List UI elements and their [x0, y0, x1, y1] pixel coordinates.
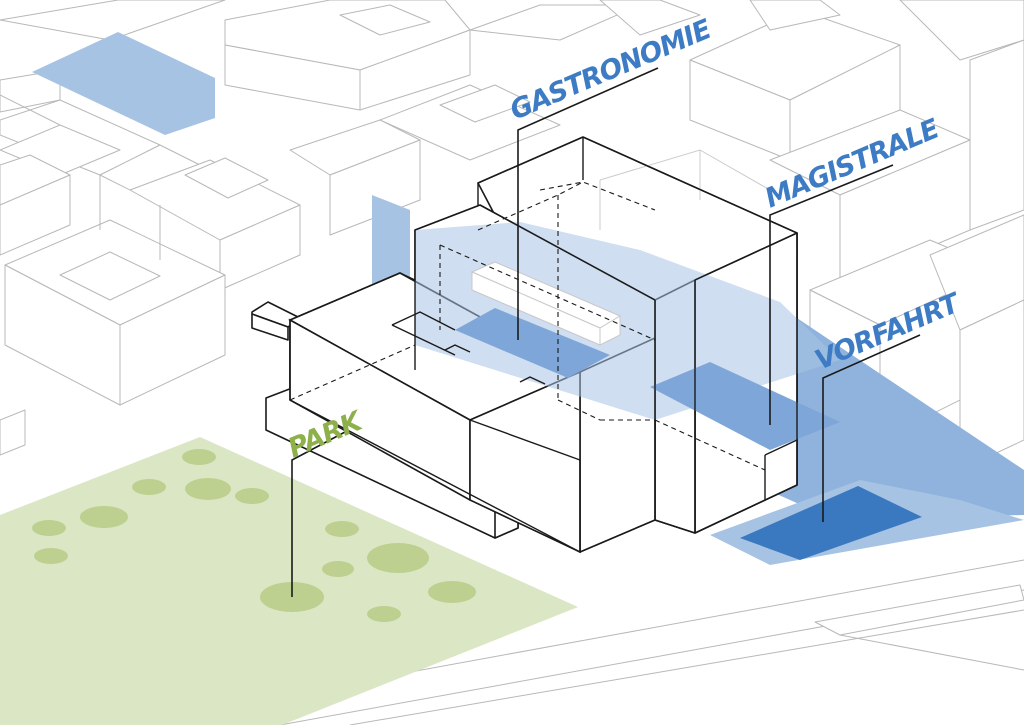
tree-circle — [367, 606, 401, 622]
top-left-blue-area — [32, 32, 215, 135]
tree-circle — [182, 449, 216, 465]
label-leaders — [291, 67, 921, 597]
tree-circle — [322, 561, 354, 577]
tree-circle — [428, 581, 476, 603]
building-outlines — [289, 136, 798, 553]
park-area — [0, 437, 578, 725]
tree-circle — [235, 488, 269, 504]
hidden-lines — [289, 181, 766, 471]
vorfahrt-leader — [822, 334, 921, 522]
vorfahrt-drop-off-area — [740, 486, 922, 560]
tree-circle — [367, 543, 429, 573]
gastronomie-floor — [455, 308, 610, 378]
park-leader — [291, 431, 346, 597]
magistrale-leader — [769, 164, 894, 425]
gastronomie-leader — [517, 67, 659, 340]
tree-circle — [34, 548, 68, 564]
tree-circle — [132, 479, 166, 495]
tree-circle — [80, 506, 128, 528]
magistrale-floor — [650, 362, 840, 450]
magistrale-volume — [415, 222, 840, 420]
tree-circle — [32, 520, 66, 536]
tree-circle — [185, 478, 231, 500]
tree-circle — [325, 521, 359, 537]
